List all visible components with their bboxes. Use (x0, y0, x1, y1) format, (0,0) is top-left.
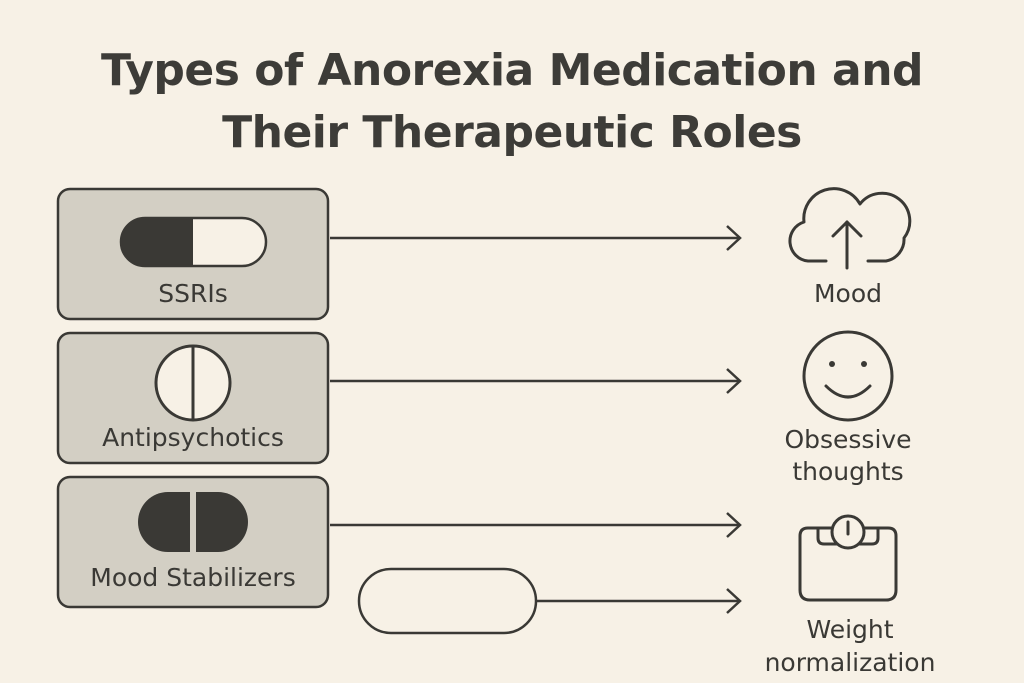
obsessive-thoughts-line-1: Obsessive (784, 425, 912, 454)
round-tablet-icon (154, 344, 232, 422)
arrow-pill-to-weight (536, 588, 742, 614)
mood-role-label: Mood (813, 279, 883, 308)
arrow-mood-stabilizers-to-weight (330, 512, 742, 538)
weight-normalization-line-2: normalization (764, 648, 936, 677)
obsessive-thoughts-role-label: Obsessive thoughts (748, 424, 948, 488)
cloud-upload-icon (788, 187, 912, 270)
weight-normalization-role-label: Weight normalization (738, 613, 962, 679)
capsule-half-icon (119, 216, 268, 268)
pill-shape (357, 567, 538, 635)
title-line-2: Their Therapeutic Roles (222, 107, 802, 158)
title-line-1: Types of Anorexia Medication and (100, 45, 924, 96)
antipsychotics-label: Antipsychotics (102, 423, 284, 452)
arrow-antipsychotics-to-obsessive-thoughts (330, 368, 742, 394)
weight-normalization-line-1: Weight (806, 615, 894, 644)
arrow-ssri-to-mood (330, 225, 742, 251)
mood-stabilizers-label: Mood Stabilizers (90, 563, 296, 592)
smiley-icon (802, 330, 894, 422)
oval-tablet-icon (138, 492, 248, 552)
ssri-label: SSRIs (158, 279, 228, 308)
mood-stabilizers-card (56, 475, 330, 609)
scale-icon (798, 514, 898, 602)
diagram-title: Types of Anorexia Medication and Their T… (0, 40, 1024, 164)
obsessive-thoughts-line-2: thoughts (792, 457, 904, 486)
